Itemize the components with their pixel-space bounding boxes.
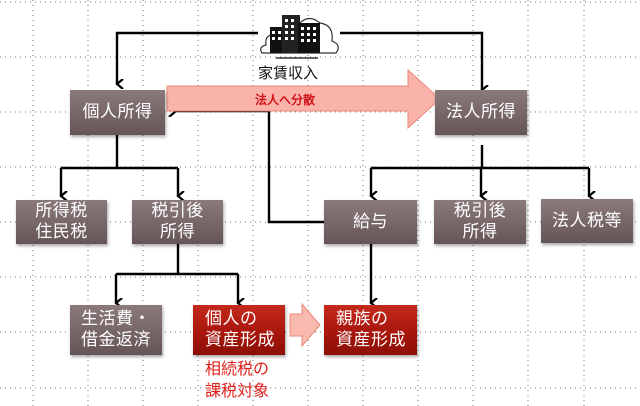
node-after-tax-personal: 税引後 所得 <box>132 200 223 244</box>
node-salary: 給与 <box>324 200 417 244</box>
node-family-assets: 親族の 資産形成 <box>324 305 417 355</box>
node-personal-assets: 個人の 資産形成 <box>193 305 285 355</box>
building-icon <box>260 15 339 59</box>
transfer-arrow-label: 法人へ分散 <box>255 93 316 107</box>
node-living-expenses: 生活費・ 借金返済 <box>70 305 162 355</box>
connector-source-to-personal <box>117 31 258 84</box>
source-label: 家賃収入 <box>258 64 319 82</box>
node-corporate-income: 法人所得 <box>435 90 527 135</box>
node-income-resident-tax: 所得税 住民税 <box>16 200 107 244</box>
node-corporate-tax: 法人税等 <box>541 199 633 243</box>
transfer-arrow <box>166 68 441 130</box>
node-personal-income: 個人所得 <box>70 90 165 135</box>
connector-source-to-corporate <box>340 31 482 90</box>
asset-transfer-arrow <box>289 302 321 348</box>
inheritance-tax-note: 相続税の 課税対象 <box>205 359 270 400</box>
node-after-tax-corporate: 税引後 所得 <box>434 200 526 244</box>
